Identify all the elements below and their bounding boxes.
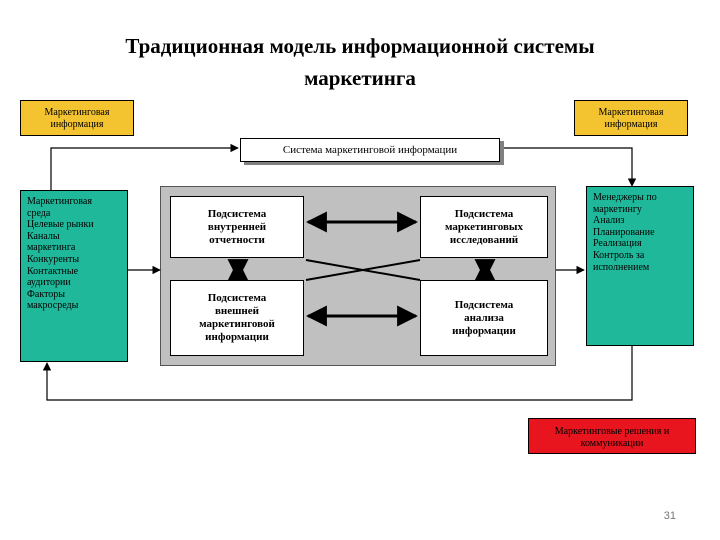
subsystem-line: анализа bbox=[464, 311, 504, 324]
external-marketing-info-subsystem: Подсистема внешней маркетинговой информа… bbox=[170, 280, 304, 356]
marketing-info-right-box: Маркетинговая информация bbox=[574, 100, 688, 136]
managers-line: Реализация bbox=[593, 238, 642, 250]
managers-line: Контроль за bbox=[593, 249, 645, 261]
managers-line: Менеджеры по bbox=[593, 192, 657, 203]
decisions-line-2: коммуникации bbox=[580, 438, 644, 449]
subsystem-line: Подсистема bbox=[454, 207, 514, 220]
env-line: аудитории bbox=[27, 277, 71, 289]
title-line-2: маркетинга bbox=[304, 66, 416, 90]
env-line: макросреды bbox=[27, 300, 79, 312]
managers-line: Планирование bbox=[593, 226, 655, 238]
marketing-environment-box: Маркетинговая среда Целевые рынки Каналы… bbox=[20, 190, 128, 362]
cross-line-b bbox=[305, 259, 421, 281]
subsystem-line: маркетинговой bbox=[199, 318, 275, 330]
managers-line: Анализ bbox=[593, 215, 625, 227]
decisions-line-1: Маркетинговые решения и bbox=[554, 426, 670, 437]
marketing-info-system-box: Система маркетинговой информации bbox=[240, 138, 500, 162]
env-line: Факторы bbox=[27, 288, 66, 300]
bottom-return-line bbox=[42, 346, 633, 401]
marketing-info-right-line-1: Маркетинговая bbox=[598, 107, 664, 118]
subsystem-line: Подсистема bbox=[207, 207, 267, 220]
info-analysis-subsystem: Подсистема анализа информации bbox=[420, 280, 548, 356]
env-line: Конкуренты bbox=[27, 253, 80, 265]
page-number: 31 bbox=[663, 510, 676, 522]
subsystem-line: Подсистема bbox=[207, 292, 267, 304]
marketing-info-left-box: Маркетинговая информация bbox=[20, 100, 134, 136]
subsystem-line: информации bbox=[452, 324, 516, 337]
top-right-flow-line bbox=[503, 147, 637, 187]
title-line-1: Традиционная модель информационной систе… bbox=[125, 34, 595, 58]
managers-line: исполнением bbox=[593, 261, 650, 273]
env-line: Целевые рынки bbox=[27, 219, 94, 231]
env-line: среда bbox=[27, 207, 51, 219]
internal-reporting-subsystem: Подсистема внутренней отчетности bbox=[170, 196, 304, 258]
page-title: Традиционная модель информационной систе… bbox=[40, 30, 680, 94]
subsystem-line: исследований bbox=[449, 233, 519, 246]
marketing-info-left-line-1: Маркетинговая bbox=[44, 107, 110, 118]
marketing-managers-box: Менеджеры по маркетингу Анализ Планирова… bbox=[586, 186, 694, 346]
subsystem-line: внутренней bbox=[207, 220, 267, 233]
marketing-info-right-line-2: информация bbox=[604, 119, 658, 130]
top-left-flow-line bbox=[50, 143, 239, 198]
subsystem-line: Подсистема bbox=[454, 298, 514, 311]
managers-line: маркетингу bbox=[593, 203, 642, 215]
marketing-info-left-line-2: информация bbox=[50, 119, 104, 130]
env-line: маркетинга bbox=[27, 242, 76, 254]
subsystem-line: отчетности bbox=[209, 233, 265, 246]
env-line: Маркетинговая bbox=[27, 196, 92, 207]
subsystem-line: маркетинговых bbox=[444, 220, 524, 233]
marketing-research-subsystem: Подсистема маркетинговых исследований bbox=[420, 196, 548, 258]
env-line: Контактные bbox=[27, 265, 79, 277]
env-line: Каналы bbox=[27, 230, 60, 242]
marketing-decisions-box: Маркетинговые решения и коммуникации bbox=[528, 418, 696, 454]
subsystem-line: информации bbox=[205, 331, 269, 343]
subsystem-line: внешней bbox=[214, 305, 259, 317]
